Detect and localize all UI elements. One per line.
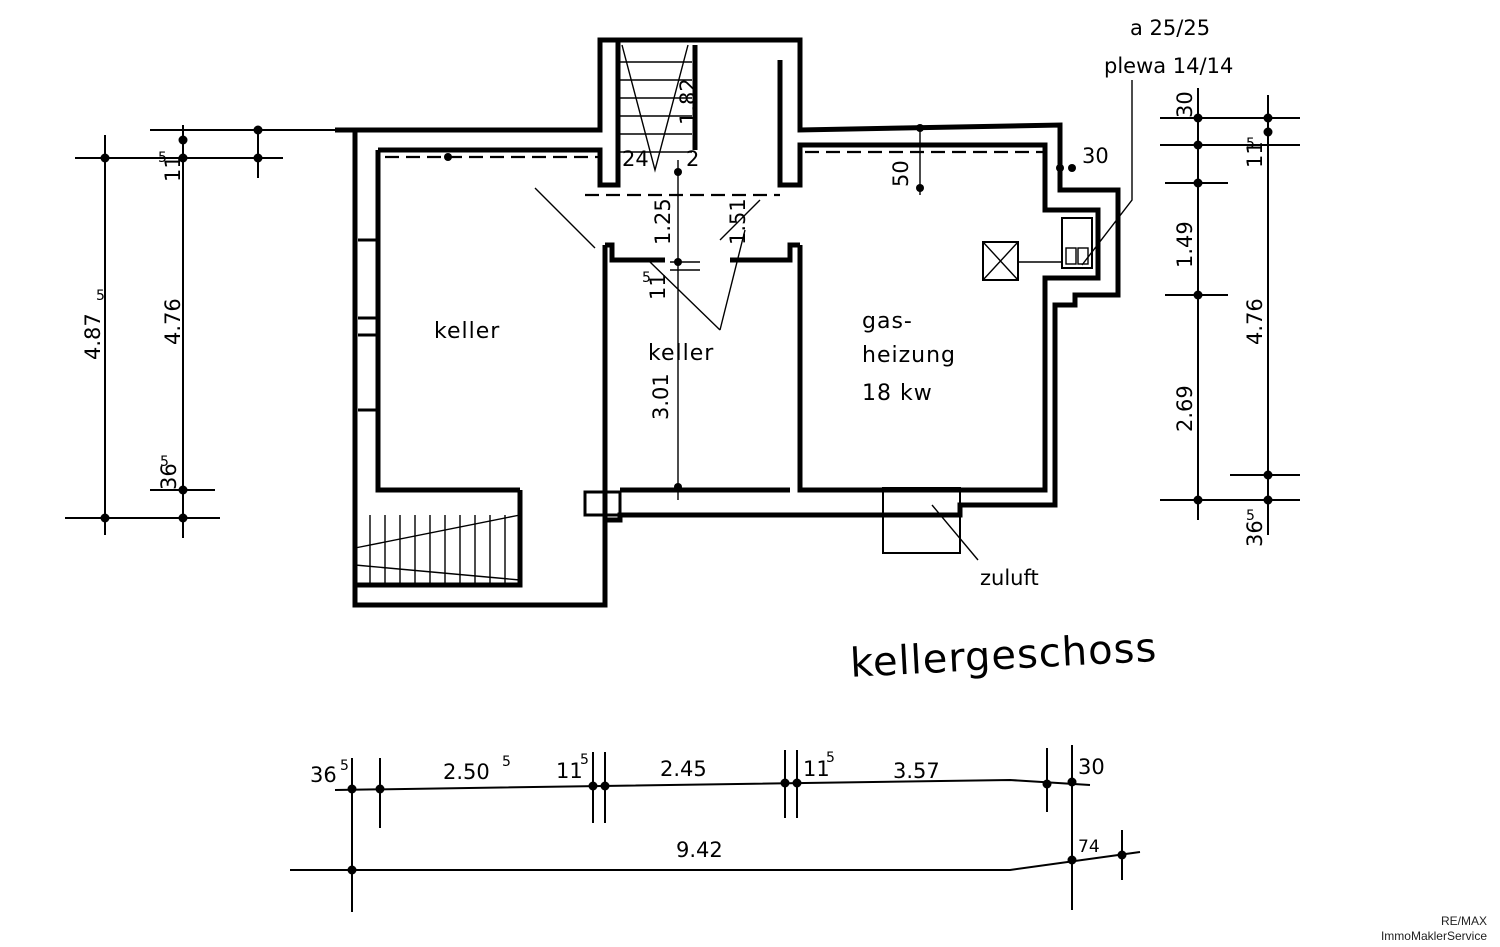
inner-wall-left <box>375 150 520 493</box>
dim-115-inner-sup: 5 <box>642 270 651 286</box>
right-dim-115-sup: 5 <box>1246 136 1255 152</box>
left-dim-top-sup: 5 <box>158 150 167 166</box>
stair-shaft-right <box>692 45 1101 493</box>
bottom-dim-c-sup: 5 <box>580 752 589 768</box>
dim-182: 1.82 <box>676 78 700 125</box>
dim-125: 1.25 <box>651 198 675 245</box>
right-dim-365-sup: 5 <box>1246 508 1255 524</box>
leader-lines <box>534 80 1133 561</box>
page-title: kellergeschoss <box>849 625 1158 687</box>
room-gas-1: gas- <box>862 309 913 334</box>
left-dim-mid: 4.76 <box>161 298 185 345</box>
mid-room-wall <box>602 242 800 520</box>
bottom-dim-b: 2.50 <box>443 760 490 784</box>
room-gas-2: heizung <box>862 343 956 368</box>
left-dim-total-sup: 5 <box>96 288 105 304</box>
bottom-dim-total: 9.42 <box>676 838 723 862</box>
right-dim-chain <box>1160 88 1300 535</box>
dim-301: 3.01 <box>649 373 673 420</box>
chimney-label-2: plewa 14/14 <box>1104 54 1233 78</box>
walls <box>335 37 1121 608</box>
stairs-top <box>620 44 692 173</box>
bottom-dim-c: 11 <box>556 759 583 783</box>
room-keller-mid: keller <box>648 341 714 366</box>
bottom-dim-e: 11 <box>803 757 830 781</box>
left-dim-chain <box>65 125 340 538</box>
right-dim-115: 11 <box>1243 141 1267 168</box>
dim-24: 24 <box>622 147 649 171</box>
bottom-dim-b-sup: 5 <box>502 754 511 770</box>
left-dim-top: 11 <box>161 155 185 182</box>
bottom-dim-a-sup: 5 <box>340 758 349 774</box>
left-dim-total: 4.87 <box>81 313 105 360</box>
right-dim-476: 4.76 <box>1243 298 1267 345</box>
right-dim-365: 36 <box>1243 520 1267 547</box>
vent-box <box>882 487 961 554</box>
dim-30-inner: 30 <box>1082 144 1109 168</box>
room-gas-3: 18 kw <box>862 381 933 406</box>
bottom-dim-a: 36 <box>310 763 337 787</box>
dim-50: 50 <box>889 160 913 187</box>
internal-dim-lines <box>444 124 1076 500</box>
dim-115-inner: 11 <box>646 273 670 300</box>
vent-label: zuluft <box>980 566 1039 590</box>
bottom-dim-f: 3.57 <box>893 759 940 783</box>
dim-2: 2 <box>686 147 699 171</box>
left-dim-bottom-sup: 5 <box>160 454 169 470</box>
watermark-brand: RE/MAX <box>1441 914 1487 928</box>
right-dim-30: 30 <box>1173 91 1197 118</box>
lower-stair-wall <box>355 490 523 588</box>
dim-151: 1.51 <box>726 198 750 245</box>
bottom-dim-d: 2.45 <box>660 757 707 781</box>
right-dim-269: 2.69 <box>1173 385 1197 432</box>
dashed-lines <box>385 150 1045 197</box>
stairs-bottom <box>354 514 521 585</box>
bottom-dim-chain <box>290 745 1141 912</box>
window-left-1 <box>358 238 376 412</box>
inner-wall-top-left <box>378 40 621 188</box>
left-dim-bottom: 36 <box>157 463 181 490</box>
room-keller-left: keller <box>434 319 500 344</box>
bottom-dim-extra: 74 <box>1078 837 1100 857</box>
chimney-label-1: a 25/25 <box>1130 16 1210 40</box>
bottom-dim-g: 30 <box>1078 755 1105 779</box>
right-dim-149: 1.49 <box>1173 221 1197 268</box>
door-bottom-mid <box>583 490 622 517</box>
outer-wall <box>335 37 1121 608</box>
bottom-dim-e-sup: 5 <box>826 750 835 766</box>
watermark-service: ImmoMaklerService <box>1381 929 1487 943</box>
